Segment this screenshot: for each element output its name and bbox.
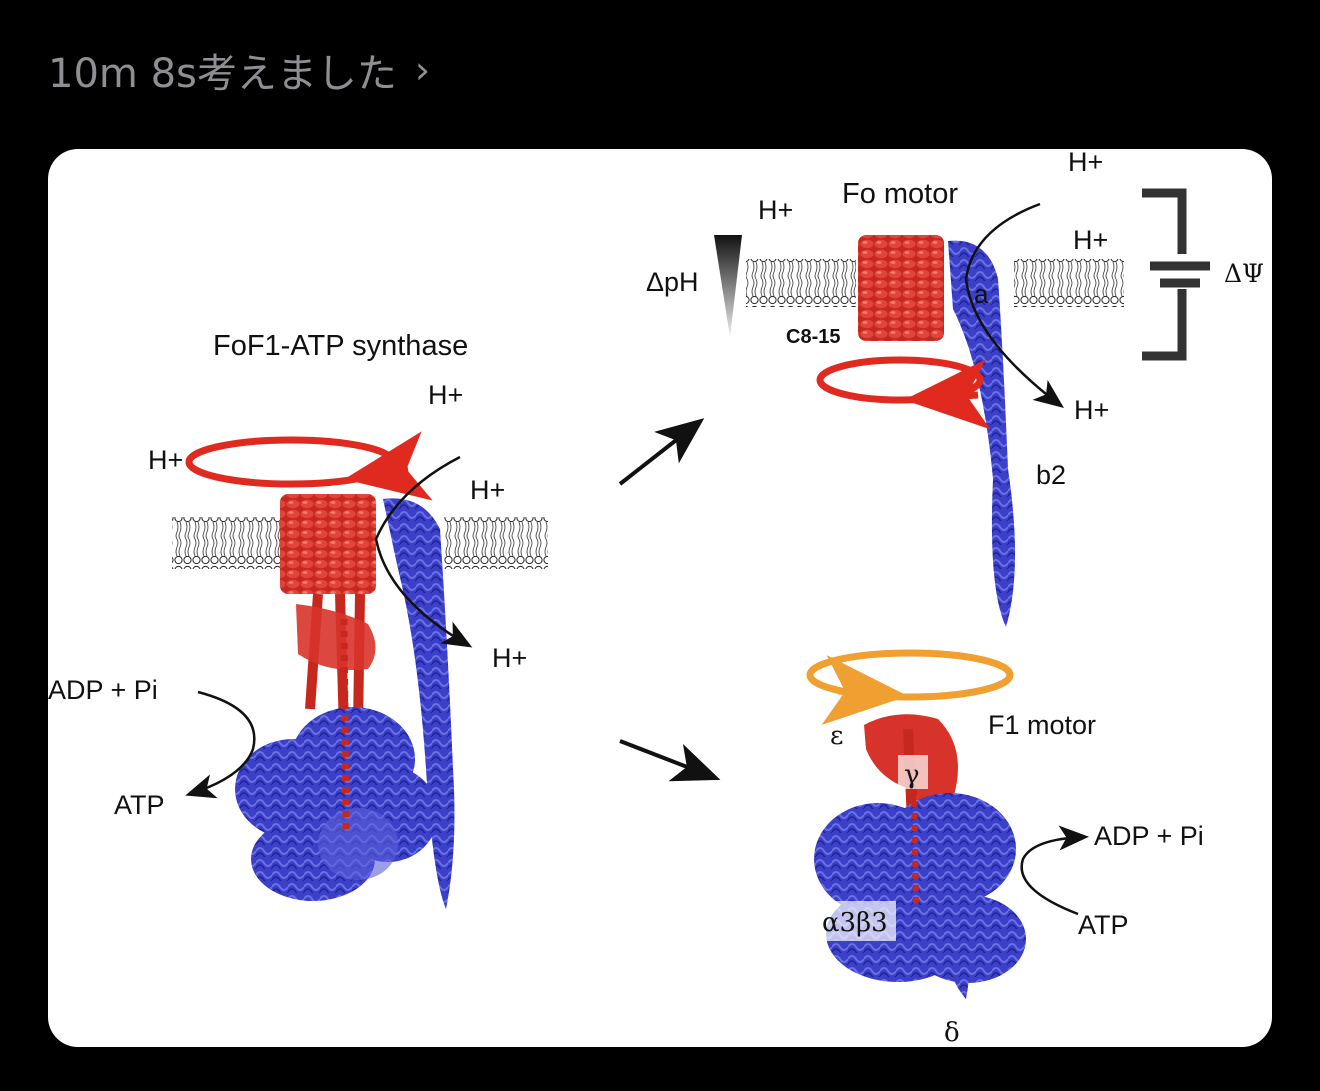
- proton-label: H+: [758, 195, 793, 225]
- left-panel: FoF1-ATP synthase H+ H+ H+ H+ ADP + Pi A…: [48, 330, 548, 909]
- atp-label-left: ATP: [114, 790, 165, 820]
- c-ring-label: C8-15: [786, 326, 840, 348]
- proton-path-fo: [964, 202, 1064, 409]
- adp-label-right: ADP + Pi: [1094, 821, 1204, 851]
- f1-panel: F1 motor ε γ α3β3 δ ADP + Pi ATP: [806, 649, 1204, 1047]
- dpsi-label: ΔΨ: [1224, 259, 1264, 288]
- thinking-summary-toggle[interactable]: 10m 8s考えました ›: [48, 40, 430, 100]
- proton-label: H+: [148, 445, 183, 475]
- arrow-to-fo: [618, 418, 705, 486]
- fo-motor-title: Fo motor: [842, 178, 958, 210]
- proton-label: H+: [1068, 149, 1103, 177]
- figure-card: FoF1-ATP synthase H+ H+ H+ H+ ADP + Pi A…: [48, 149, 1272, 1047]
- a-subunit: [948, 240, 1016, 628]
- dph-label: ΔpH: [646, 267, 699, 297]
- membrane-left-a: [172, 517, 284, 569]
- c-ring-fo: [858, 235, 944, 341]
- atp-label-right: ATP: [1078, 910, 1129, 940]
- gamma-label: γ: [904, 760, 920, 790]
- membrane-potential-bracket: [1142, 188, 1210, 361]
- f1-motor-title: F1 motor: [988, 710, 1096, 740]
- delta-label: δ: [944, 1018, 960, 1047]
- chevron-right-icon: ›: [414, 48, 431, 92]
- thinking-duration-label: 10m 8s考えました: [48, 51, 397, 97]
- proton-label: H+: [492, 643, 527, 673]
- fo-panel: Fo motor ΔpH C8-15 a b2 H+ H+ H+ H+ ΔΨ: [646, 149, 1264, 628]
- membrane-fo-b: [1014, 259, 1124, 307]
- rotation-arrow-f1: [806, 649, 1014, 701]
- epsilon-label: ε: [830, 721, 843, 751]
- alpha3beta3-label: α3β3: [822, 908, 888, 938]
- proton-path-left: [374, 455, 473, 648]
- membrane-left-b: [444, 517, 548, 569]
- proton-label: H+: [470, 475, 505, 505]
- synthase-title: FoF1-ATP synthase: [213, 330, 468, 362]
- proton-label: H+: [428, 380, 463, 410]
- a-label: a: [974, 279, 989, 309]
- membrane-fo-a: [746, 259, 856, 307]
- ph-gradient-triangle: [714, 235, 742, 337]
- adp-label-left: ADP + Pi: [48, 675, 158, 705]
- delta-epsilon-left: [296, 604, 376, 670]
- proton-label: H+: [1073, 225, 1108, 255]
- b2-label: b2: [1036, 460, 1066, 490]
- c-ring-left: [280, 494, 376, 594]
- atp-synthase-figure: FoF1-ATP synthase H+ H+ H+ H+ ADP + Pi A…: [48, 149, 1264, 1047]
- proton-label: H+: [1074, 395, 1109, 425]
- arrow-to-f1: [619, 739, 721, 782]
